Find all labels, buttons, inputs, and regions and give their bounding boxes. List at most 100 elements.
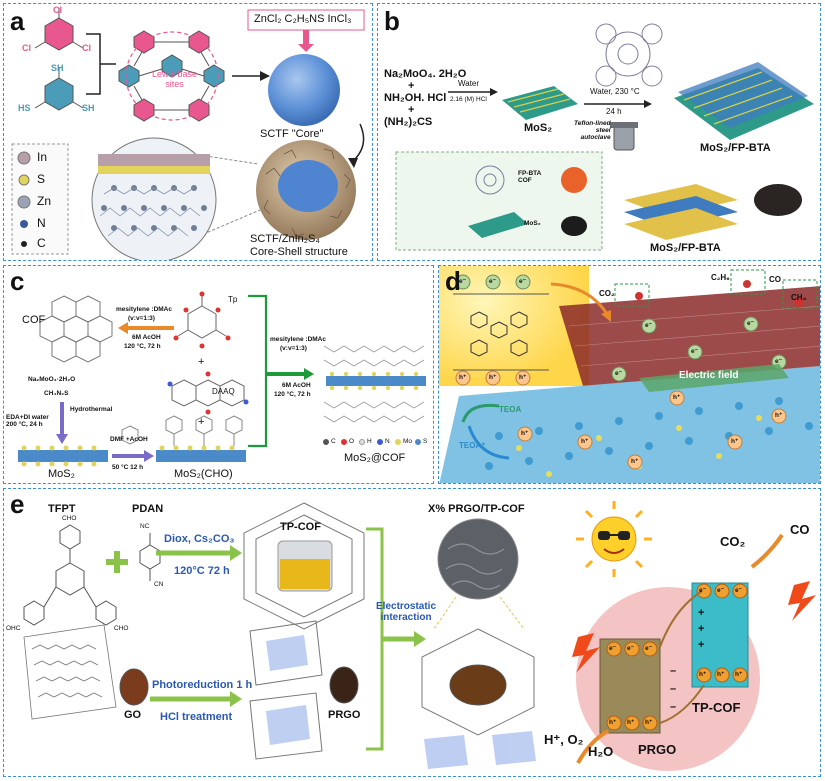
- legend-c: C: [37, 236, 46, 250]
- legend-in-dot: [17, 151, 31, 165]
- product-label: MoS₂/FP-BTA: [700, 142, 771, 154]
- legend-c-n: N: [385, 438, 390, 445]
- teoa-label: TEOA: [499, 405, 522, 414]
- e-bub-1: e⁻: [609, 645, 617, 652]
- co-e-label: CO: [790, 522, 810, 537]
- e-4: e⁻: [645, 322, 653, 329]
- cond-2: 24 h: [606, 107, 622, 116]
- mos2-cof-product: [323, 345, 426, 423]
- h2o-label: H₂O: [588, 744, 614, 759]
- solvent-label-1: mesitylene :DMAc: [116, 306, 172, 313]
- tp-label: Tp: [228, 295, 238, 304]
- panel-letter-b: b: [384, 6, 400, 36]
- e-8: e⁻: [615, 370, 623, 377]
- triazine-thiol: [34, 68, 84, 111]
- inset-cof-label: FP-BTA COF: [518, 170, 542, 185]
- tfpt-label: TFPT: [48, 503, 76, 515]
- prgo-band-label: PRGO: [638, 742, 677, 757]
- sctf-network: [118, 30, 225, 122]
- e-bub-2: e⁻: [627, 645, 635, 652]
- h-1: h⁺: [459, 374, 467, 381]
- panel-letter-e: e: [10, 489, 25, 519]
- sem-image: [437, 518, 519, 600]
- eda-label: EDA+DI water 200 °C, 24 h: [6, 414, 49, 429]
- h-4: h⁺: [581, 438, 589, 445]
- plus-sign-2: +: [698, 623, 705, 635]
- e-1: e⁻: [459, 278, 467, 285]
- tpcof-label: TP-COF: [280, 521, 321, 533]
- co2-label: CO₂: [599, 289, 615, 298]
- legend-c-mo: Mo: [403, 438, 413, 445]
- lattice-substrate: [439, 366, 820, 483]
- go-sheet: [23, 624, 117, 720]
- h-6: h⁺: [673, 394, 681, 401]
- coreshell-label-1: SCTF/ZnIn₂S₄: [250, 233, 320, 245]
- panel-d: d CO₂ C₂H₆ CO CH₄ e⁻ e⁻ e⁻ e⁻ e⁻ e⁻ e⁻ e…: [438, 265, 821, 484]
- panel-letter-a: a: [10, 6, 25, 36]
- legend-s: S: [37, 172, 46, 186]
- mos2-sheet: [502, 86, 578, 120]
- atom-cl-right: Cl: [82, 43, 91, 53]
- hcl-treatment-label: HCl treatment: [160, 711, 233, 723]
- ohc-label: OHC: [6, 625, 21, 632]
- minus-sign-3: –: [670, 701, 677, 713]
- e-bub-3: e⁻: [645, 645, 653, 652]
- cho-label-right: CHO: [114, 625, 129, 632]
- legend-zn: Zn: [37, 194, 52, 208]
- reagent-1: Na₂MoO₄. 2H₂O: [384, 68, 467, 80]
- reagent-2: NH₂OH. HCl: [384, 92, 447, 104]
- dmf-cond-label: 50 °C 12 h: [112, 464, 144, 471]
- legend-c-h: H: [367, 438, 372, 445]
- legend-c-c: C: [331, 438, 336, 445]
- h-bub-3: h⁺: [645, 719, 653, 726]
- water-label: Water: [458, 79, 480, 88]
- mos2cho-label: MoS₂(CHO): [174, 468, 233, 480]
- plus-1: +: [408, 80, 415, 92]
- dmf-label: DMF +AcOH: [110, 436, 148, 443]
- lightning-icon-right: [788, 581, 816, 621]
- h-8: h⁺: [775, 412, 783, 419]
- reagent-label: ZnCl₂ C₂H₅NS InCl₃: [254, 13, 352, 25]
- cof-beaker-liquid: [280, 559, 330, 589]
- legend-n: N: [37, 216, 46, 230]
- hcl-label: 2.16 (M) HCl: [450, 96, 487, 103]
- legend-s-dot: [18, 174, 30, 186]
- legend-c-dot: [21, 241, 27, 247]
- fpbta-cof-network: [595, 23, 663, 87]
- e-bub-4: e⁻: [699, 587, 707, 594]
- panel-d-graphics: [439, 266, 820, 483]
- legend-in: In: [37, 150, 48, 164]
- panel-b-graphics: [395, 23, 814, 251]
- h-3: h⁺: [519, 374, 527, 381]
- solvent-label-2: mesitylene :DMAc: [270, 336, 326, 343]
- e-bub-5: e⁻: [717, 587, 725, 594]
- ratio-label-2: (v:v=1:3): [280, 345, 307, 352]
- e-bub-6: e⁻: [735, 587, 743, 594]
- hydrothermal-label: Hydrothermal: [70, 406, 113, 413]
- h-2: h⁺: [489, 374, 497, 381]
- coreshell-label-2: Core-Shell structure: [250, 246, 348, 258]
- h-9: h⁺: [521, 430, 529, 437]
- go-label: GO: [124, 709, 142, 721]
- diox-label: Diox, Cs₂CO₃: [164, 533, 235, 545]
- plus-c-1: +: [198, 356, 205, 368]
- legend-zn-dot: [17, 195, 31, 209]
- mos2-slab: [18, 450, 108, 462]
- cof-structure: [39, 295, 113, 363]
- pdan-label: PDAN: [132, 503, 164, 515]
- go-vial: [119, 668, 149, 706]
- panel-e: e: [3, 488, 821, 777]
- cn-label: CN: [154, 581, 164, 588]
- cho-label-top: CHO: [62, 515, 77, 522]
- h-bub-2: h⁺: [627, 719, 635, 726]
- prgo-sheets: [249, 620, 323, 760]
- panel-letter-c: c: [10, 266, 25, 296]
- e-5: e⁻: [691, 348, 699, 355]
- na-label: Na₂MoO₄·2H₂O: [28, 376, 76, 383]
- cof-label: COF: [22, 314, 46, 326]
- core-label: SCTF "Core": [260, 128, 324, 140]
- triazine-chloro: [34, 8, 84, 51]
- co2-e-label: CO₂: [720, 534, 746, 549]
- cond-label-1: 120 °C, 72 h: [124, 343, 161, 350]
- autoclave-label: Teflon-lined steel autoclave: [574, 120, 611, 142]
